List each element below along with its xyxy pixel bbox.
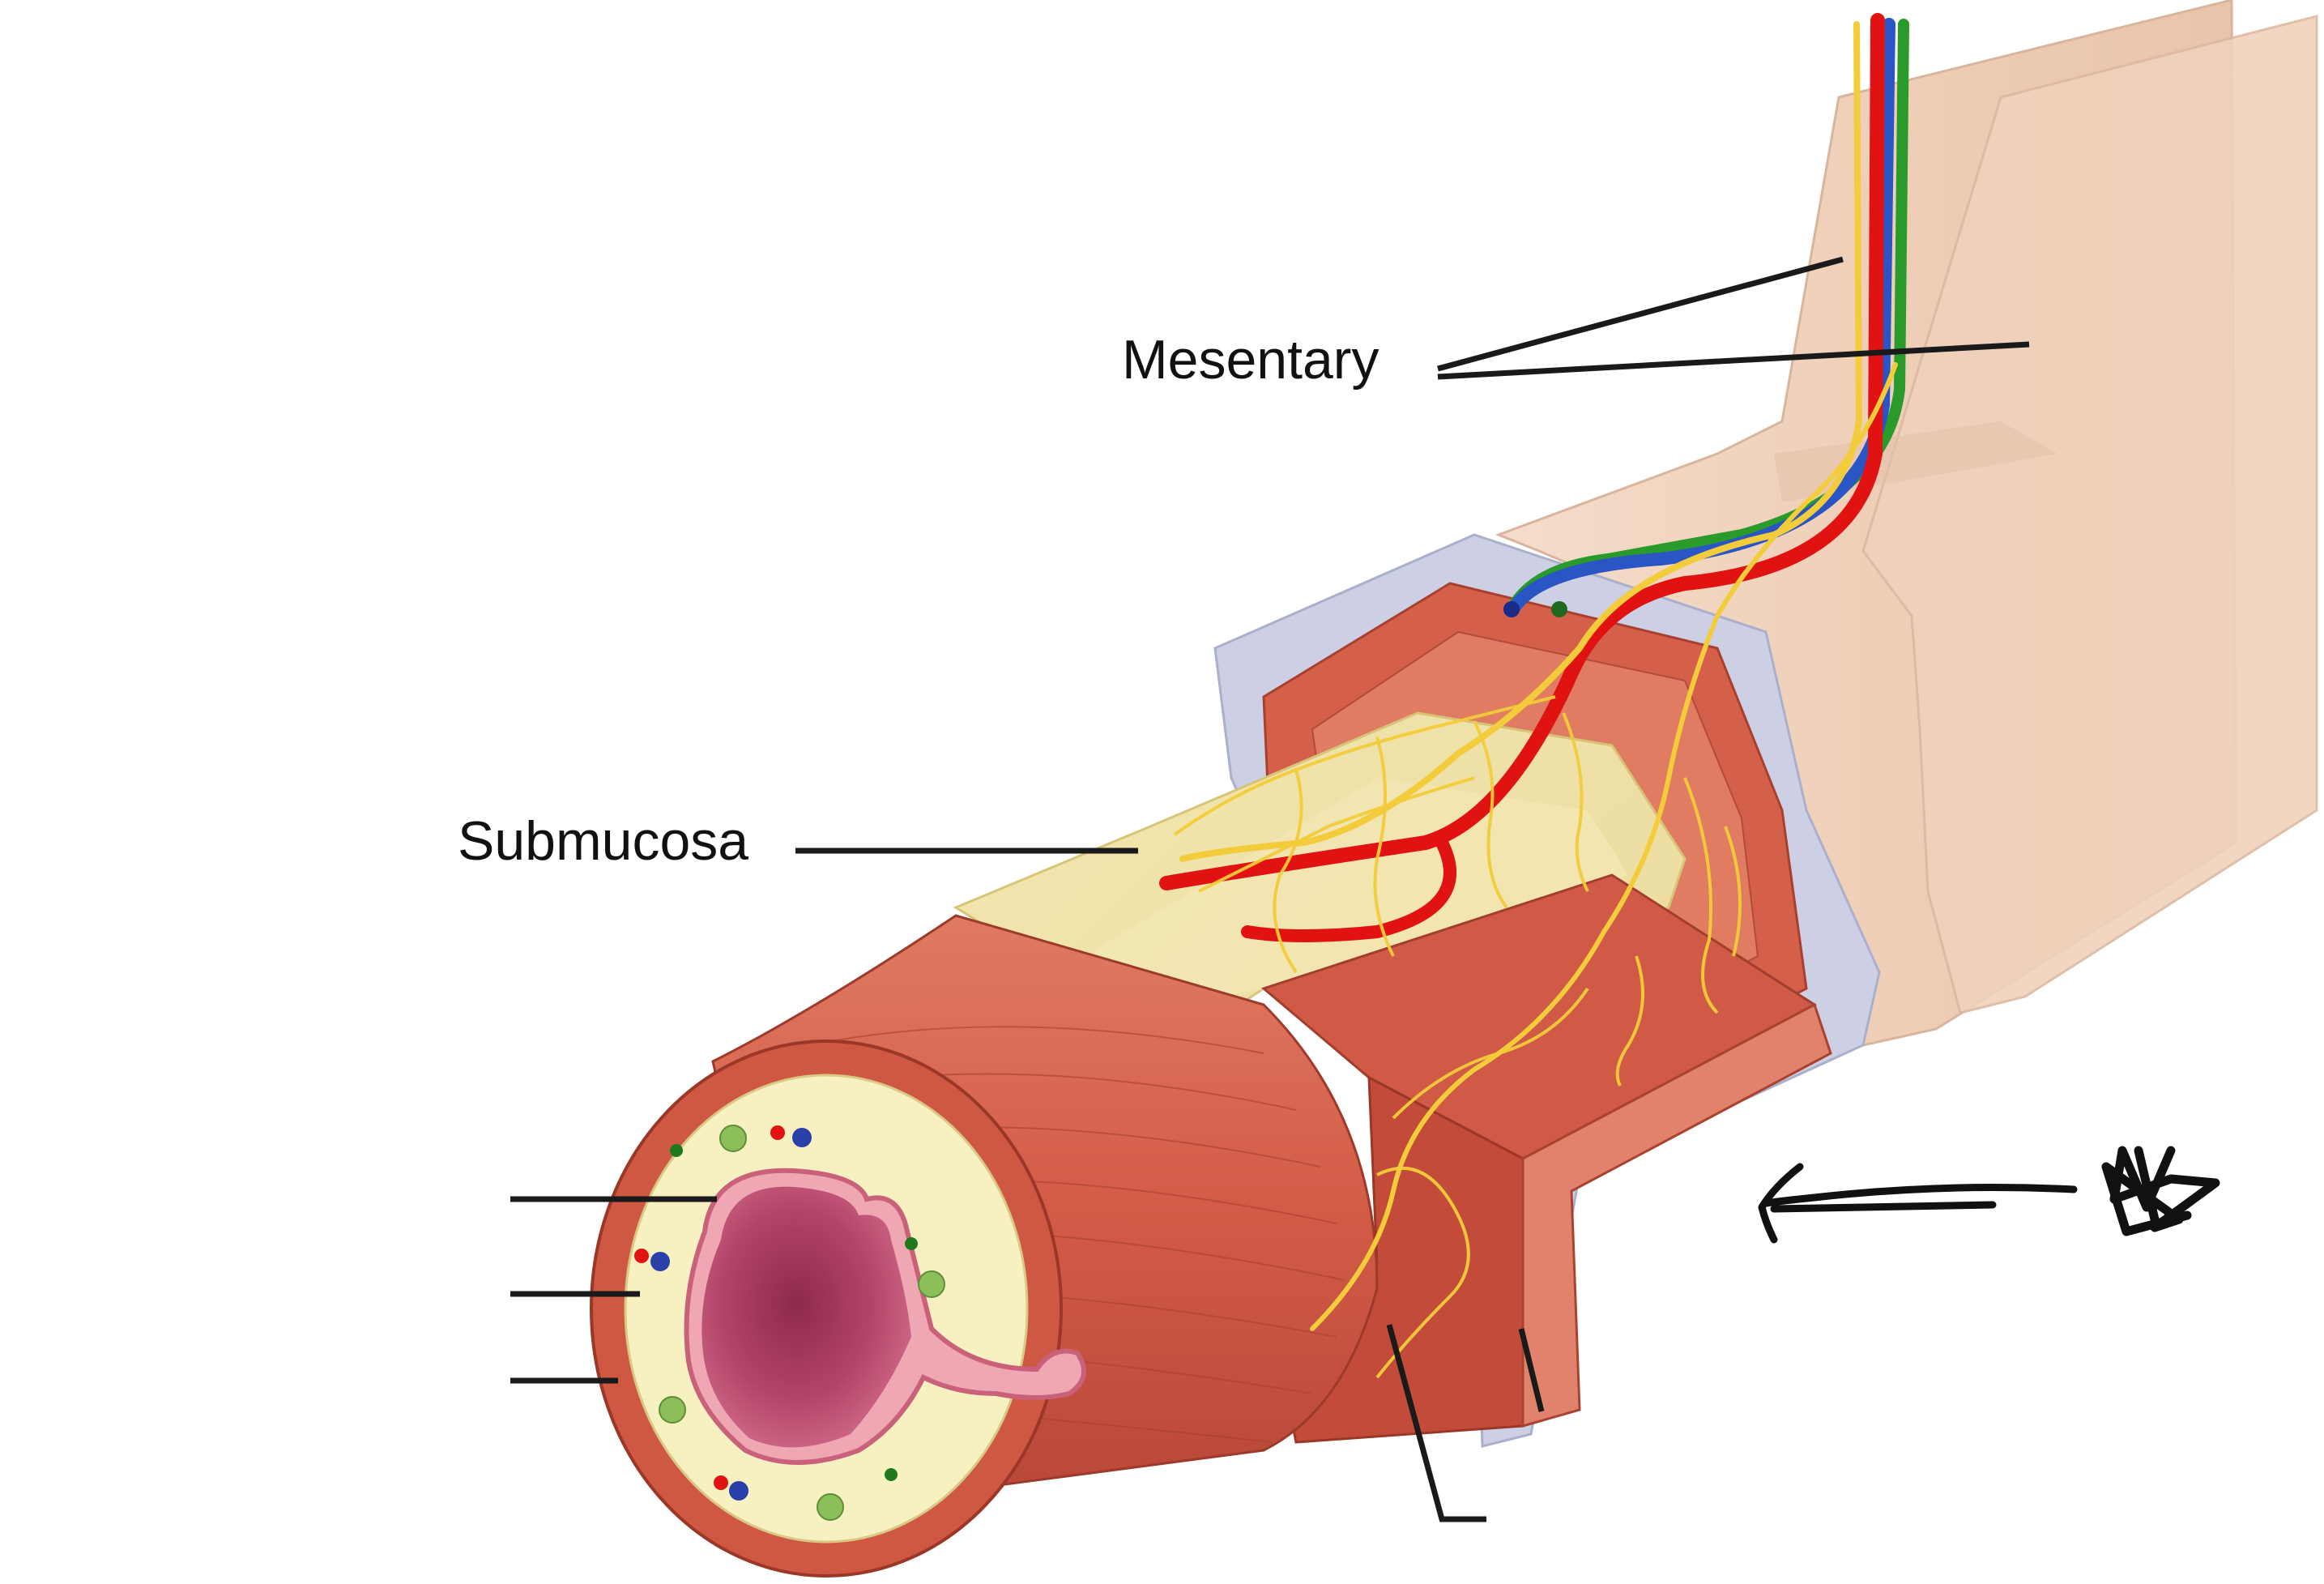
mesentary-leader-1: [1437, 256, 1844, 372]
submucosa-label: Submucosa: [458, 810, 749, 872]
cross-section: [590, 1040, 1086, 1578]
mesentary-leader-2: [1437, 341, 2030, 380]
nerve-plexus: [1173, 695, 1742, 1379]
arrow-icon: [1758, 1163, 2078, 1244]
star-icon: [2101, 1146, 2220, 1236]
vessel-pairs: [634, 1125, 918, 1501]
mesentary-label: Mesentary: [1122, 329, 1379, 391]
lumen: [701, 1186, 911, 1448]
mesenteric-vessels: [1159, 13, 1909, 1331]
blank-label-line-4: [1386, 1324, 1486, 1522]
leader-lines: [510, 256, 2030, 1522]
lymph-nodules: [659, 1125, 945, 1521]
blank-label-line-5: [1518, 1328, 1545, 1412]
